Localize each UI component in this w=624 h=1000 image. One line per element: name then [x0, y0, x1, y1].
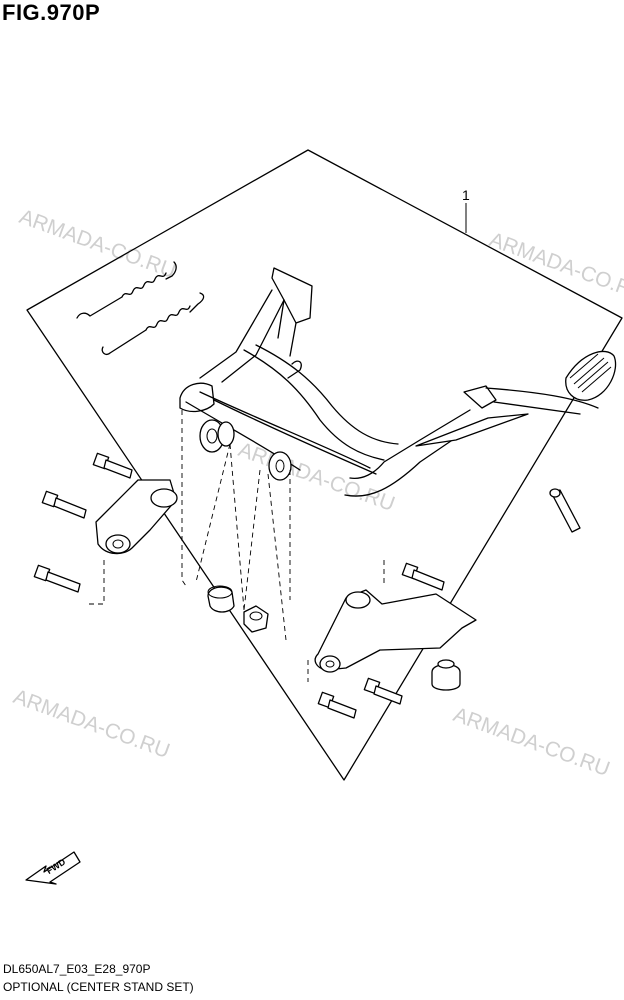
nut-icon	[243, 605, 269, 633]
watermark: ARMADA-CO.RU	[16, 205, 178, 283]
fwd-arrow-icon: FWD	[25, 851, 81, 885]
leader-lines	[88, 410, 385, 682]
watermark: ARMADA-CO.RU	[10, 685, 172, 763]
kit-frame	[26, 149, 623, 781]
spring-icon	[76, 261, 177, 319]
bolt-icon	[41, 490, 87, 519]
part-number-label: 1	[462, 187, 470, 203]
collar-icon	[207, 585, 235, 613]
bolt-icon	[317, 691, 357, 719]
bolt-icon	[92, 452, 133, 479]
bolt-icon	[363, 677, 403, 705]
watermark: ARMADA-CO.RU	[235, 438, 397, 516]
watermark: ARMADA-CO.RU	[486, 228, 624, 306]
diagram-code: DL650AL7_E03_E28_970P	[3, 962, 151, 976]
watermarks: ARMADA-CO.RU ARMADA-CO.RU ARMADA-CO.RU A…	[10, 205, 624, 781]
watermark: ARMADA-CO.RU	[450, 703, 612, 781]
bolt-icon	[549, 488, 581, 533]
diagram-description: OPTIONAL (CENTER STAND SET)	[3, 980, 194, 994]
center-stand-icon	[179, 267, 617, 497]
left-bracket-icon	[95, 479, 178, 555]
bolt-icon	[33, 564, 81, 593]
rubber-stopper-icon	[431, 659, 461, 691]
figure-title: FIG.970P	[2, 0, 101, 25]
spring-icon	[101, 292, 205, 356]
bolt-icon	[401, 562, 445, 591]
right-bracket-icon	[314, 589, 477, 673]
